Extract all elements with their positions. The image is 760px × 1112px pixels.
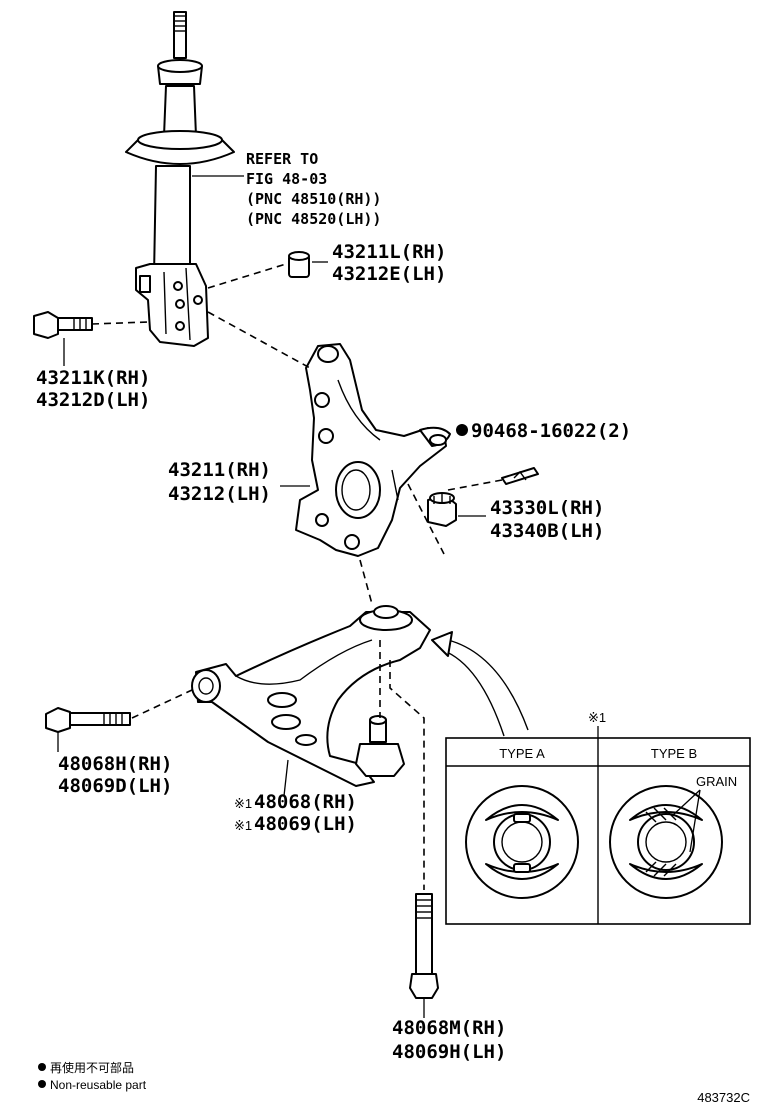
castle-nut-part bbox=[427, 492, 457, 527]
leader-lines bbox=[57, 175, 486, 1018]
strut-bolt-label-lh: 43212D(LH) bbox=[36, 389, 150, 411]
strut-note-line-2: FIG 48-03 bbox=[246, 170, 327, 188]
grain-label: GRAIN bbox=[696, 774, 737, 789]
assembly-lines bbox=[91, 263, 503, 890]
legend-dot-ja bbox=[38, 1063, 46, 1071]
inset-ref-mark: ※1 bbox=[588, 710, 606, 725]
rear-bolt-label-rh: 48068M(RH) bbox=[392, 1017, 506, 1039]
cotter-pin-part bbox=[501, 467, 539, 485]
strut-note-line-3: (PNC 48510(RH)) bbox=[246, 190, 381, 208]
inset-arrow bbox=[431, 631, 529, 737]
strut-bolt-part bbox=[33, 311, 93, 339]
steering-knuckle bbox=[295, 343, 451, 557]
strut-note-line-4: (PNC 48520(LH)) bbox=[246, 210, 381, 228]
arm-bolt-part bbox=[45, 707, 131, 733]
legend-dot-en bbox=[38, 1080, 46, 1088]
bushing-type-inset: ※1 TYPE A TYPE B bbox=[445, 710, 751, 925]
lower-arm-part bbox=[191, 605, 431, 787]
arm-bolt-label-rh: 48068H(RH) bbox=[58, 753, 172, 775]
castle-nut-label-lh: 43340B(LH) bbox=[490, 520, 604, 542]
non-reusable-marker bbox=[456, 424, 468, 436]
lower-arm-label-rh: 48068(RH) bbox=[254, 791, 357, 813]
bushing-label-rh: 43211L(RH) bbox=[332, 241, 446, 263]
legend-en: Non-reusable part bbox=[50, 1078, 147, 1092]
cotter-pin-label: 90468-16022(2) bbox=[471, 420, 631, 442]
strut-note: REFER TO FIG 48-03 (PNC 48510(RH)) (PNC … bbox=[246, 150, 381, 228]
strut-bolt-label-rh: 43211K(RH) bbox=[36, 367, 150, 389]
knuckle-label-rh: 43211(RH) bbox=[168, 459, 271, 481]
bushing-label-lh: 43212E(LH) bbox=[332, 263, 446, 285]
type-a-header: TYPE A bbox=[499, 746, 545, 761]
bushing-part bbox=[288, 251, 310, 278]
castle-nut-label-rh: 43330L(RH) bbox=[490, 497, 604, 519]
lower-arm-label-lh: 48069(LH) bbox=[254, 813, 357, 835]
strut-note-line-1: REFER TO bbox=[246, 150, 318, 168]
type-b-bushing: GRAIN bbox=[609, 774, 737, 899]
strut-assembly bbox=[125, 11, 235, 347]
knuckle-label-lh: 43212(LH) bbox=[168, 483, 271, 505]
type-b-header: TYPE B bbox=[651, 746, 697, 761]
type-a-bushing bbox=[465, 785, 579, 899]
lower-arm-ref-rh: ※1 bbox=[234, 796, 252, 811]
rear-bolt-part bbox=[409, 893, 439, 999]
arm-bolt-label-lh: 48069D(LH) bbox=[58, 775, 172, 797]
legend: 再使用不可部品 Non-reusable part bbox=[38, 1060, 147, 1092]
legend-ja: 再使用不可部品 bbox=[50, 1060, 134, 1075]
figure-id: 483732C bbox=[697, 1090, 750, 1105]
rear-bolt-label-lh: 48069H(LH) bbox=[392, 1041, 506, 1063]
lower-arm-ref-lh: ※1 bbox=[234, 818, 252, 833]
